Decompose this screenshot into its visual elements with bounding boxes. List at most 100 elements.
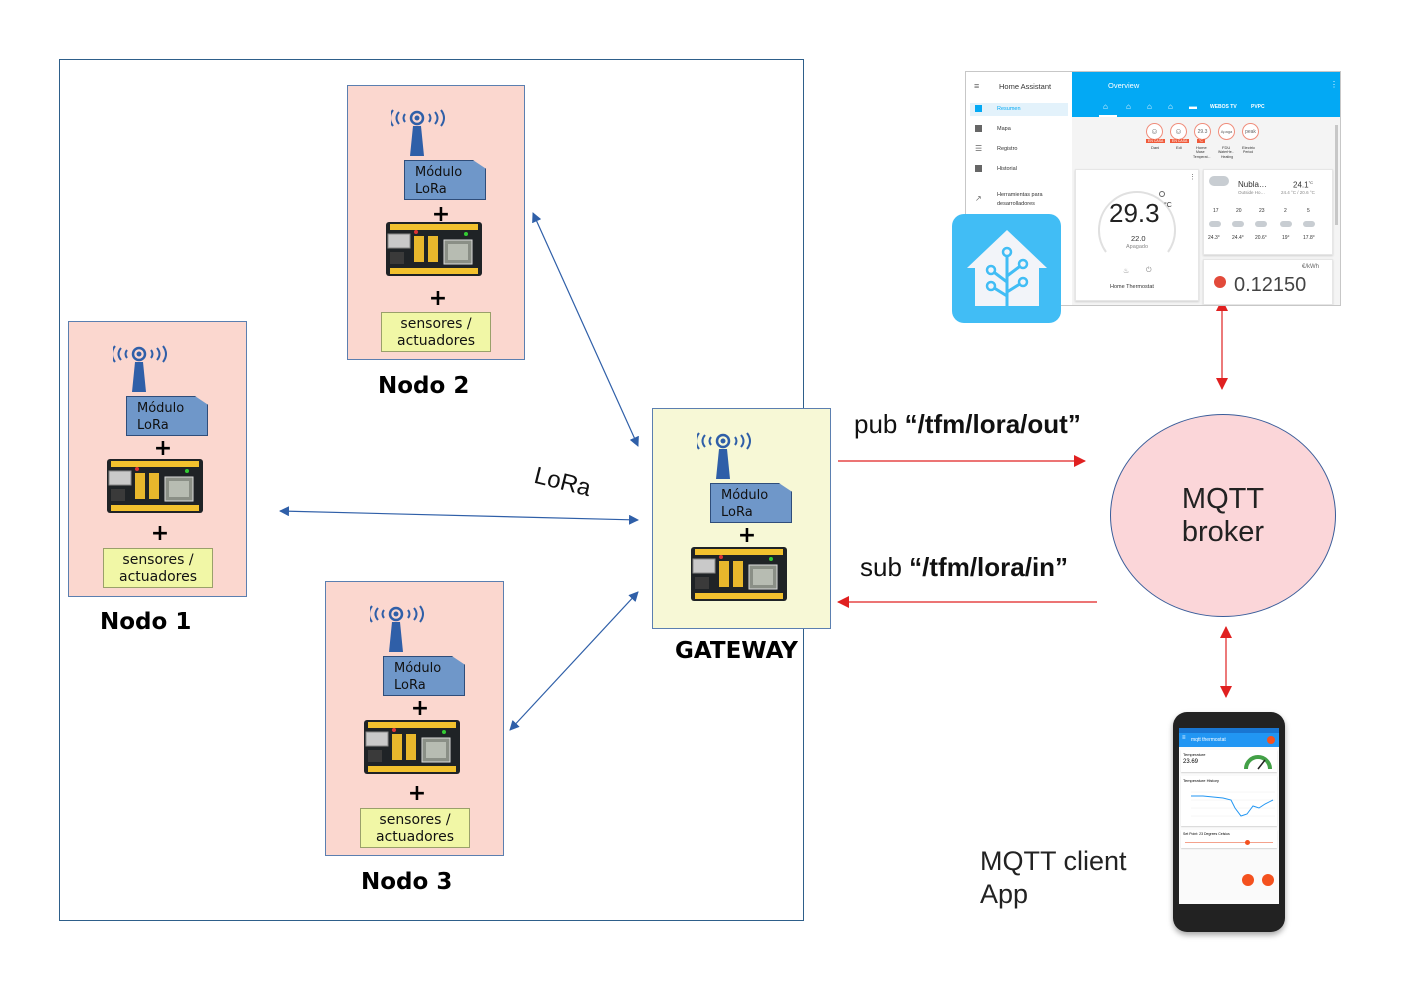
node-1-label: Nodo 1 xyxy=(100,609,192,635)
broker-label-line1: MQTT xyxy=(1181,482,1265,515)
forecast-temp: 20.6° xyxy=(1255,235,1267,241)
history-card: Temperature History xyxy=(1181,776,1277,826)
slider-thumb[interactable] xyxy=(1245,840,1250,845)
thermostat-state: Apagado xyxy=(1126,244,1149,250)
plus-sign: + xyxy=(428,286,448,311)
forecast-temp: 19° xyxy=(1282,235,1290,241)
node-1-sensors: sensores / actuadores xyxy=(103,548,213,588)
tab-room-icon[interactable]: ⌂ xyxy=(1168,102,1173,111)
node-3-sensors: sensores / actuadores xyxy=(360,808,470,848)
sidebar-item-mapa[interactable]: Mapa xyxy=(970,123,1068,136)
forecast-hour: 5 xyxy=(1307,208,1310,214)
module-label-line1: Módulo xyxy=(415,165,463,180)
app-badge-icon[interactable] xyxy=(1267,736,1275,744)
setpoint-label: Set Point: 23 Degrees Celsius xyxy=(1183,832,1230,836)
temperature-label: Temperature xyxy=(1183,752,1206,757)
badge-electric[interactable]: peak xyxy=(1242,123,1259,140)
badge-dani[interactable]: ☺ xyxy=(1146,123,1163,140)
sidebar-item-label: Historial xyxy=(997,166,1017,172)
sidebar-item-registro[interactable]: ☰ Registro xyxy=(970,143,1068,156)
thermostat-card[interactable]: ⋮ 29.3 °C 22.0 Apagado ♨ ⏻ Home Thermost… xyxy=(1075,169,1199,301)
node-2-box: Módulo LoRa + + sensores / actuadores xyxy=(347,85,525,360)
power-icon[interactable]: ⏻ xyxy=(1146,267,1152,274)
phone-status-bar xyxy=(1179,728,1279,733)
badge-edi[interactable]: ☺ xyxy=(1170,123,1187,140)
sidebar-item-label: desarrolladores xyxy=(997,201,1035,207)
fab-add[interactable] xyxy=(1262,874,1274,886)
sub-prefix: sub xyxy=(860,552,910,582)
sidebar-item-herramientas[interactable]: ↗ Herramientas para desarrolladores xyxy=(970,190,1068,212)
scrollbar[interactable] xyxy=(1335,125,1338,225)
menu-icon[interactable]: ≡ xyxy=(974,81,980,91)
module-label-line2: LoRa xyxy=(415,182,447,197)
client-label-line2: App xyxy=(980,879,1029,909)
weather-card[interactable]: Nubla… Outside Ho… 24.1°C 24.4 °C / 20.6… xyxy=(1203,169,1333,255)
hammer-icon: ↗ xyxy=(975,194,982,203)
weather-temp-unit: °C xyxy=(1308,180,1314,185)
badge-home-temp[interactable]: 29.3 xyxy=(1194,123,1211,140)
badge-sub: WaterHe.. xyxy=(1218,150,1234,154)
badge-value: Apaga xyxy=(1220,129,1233,134)
more-options-icon[interactable]: ⋮ xyxy=(1189,174,1196,181)
cloud-icon xyxy=(1232,221,1244,227)
tab-pvpc[interactable]: PVPC xyxy=(1251,104,1265,110)
price-card[interactable]: €/kWh 0.12150 xyxy=(1203,259,1333,305)
client-label-line1: MQTT client xyxy=(980,846,1127,876)
badge-name: FDU xyxy=(1222,145,1231,150)
tab-home-icon[interactable]: ⌂ xyxy=(1103,102,1108,111)
tab-room-icon[interactable]: ⌂ xyxy=(1126,102,1131,111)
plus-sign: + xyxy=(431,202,451,227)
node-1-box: Módulo LoRa + + sensores / actuadores xyxy=(68,321,247,597)
home-assistant-logo xyxy=(952,214,1061,323)
node-3-box: Módulo LoRa + + sensores / actuadores xyxy=(325,581,504,856)
pub-topic: “/tfm/lora/out” xyxy=(904,409,1081,439)
flame-icon[interactable]: ♨ xyxy=(1123,268,1130,275)
badge-sub: Period xyxy=(1243,150,1254,154)
node-2-sensors: sensores / actuadores xyxy=(381,312,491,352)
pub-topic-label: pub “/tfm/lora/out” xyxy=(854,409,1081,440)
cloud-icon xyxy=(1209,176,1229,186)
badge-sub: Heating xyxy=(1221,155,1234,159)
sensors-label-line2: actuadores xyxy=(396,333,476,349)
pub-prefix: pub xyxy=(854,409,905,439)
forecast-hour: 23 xyxy=(1259,208,1265,214)
phone-app-title: mqtt thermostat xyxy=(1191,737,1226,743)
badge-name: Edi xyxy=(1176,145,1182,150)
history-line-chart xyxy=(1191,791,1275,817)
badge-fdu[interactable]: Apaga xyxy=(1218,123,1235,140)
sidebar-item-resumen[interactable]: Resumen xyxy=(970,103,1068,116)
plus-sign: + xyxy=(737,523,757,548)
weather-location: Outside Ho… xyxy=(1238,190,1266,195)
sensors-label-line2: actuadores xyxy=(118,569,198,585)
thermostat-name: Home Thermostat xyxy=(1110,284,1154,290)
badge-tag: °C xyxy=(1197,139,1205,143)
price-value: 0.12150 xyxy=(1234,274,1307,296)
node-1-lora-module: Módulo LoRa xyxy=(126,396,208,436)
sidebar-item-historial[interactable]: Historial xyxy=(970,163,1068,176)
setpoint-slider[interactable] xyxy=(1185,840,1273,845)
badge-name: Dani xyxy=(1151,145,1160,150)
mqtt-broker: MQTT broker xyxy=(1110,414,1336,617)
home-assistant-screenshot: ≡ Home Assistant Resumen Mapa ☰ Registro… xyxy=(965,71,1341,306)
sub-topic: “/tfm/lora/in” xyxy=(909,552,1069,582)
fab-secondary[interactable] xyxy=(1242,874,1254,886)
thermostat-target: 22.0 xyxy=(1131,234,1146,243)
badge-sub: Mase xyxy=(1196,150,1205,154)
phone-device: ≡ mqtt thermostat Temperature 23.69 Temp… xyxy=(1173,712,1285,932)
sub-topic-label: sub “/tfm/lora/in” xyxy=(860,552,1068,583)
menu-icon[interactable]: ≡ xyxy=(1182,735,1186,741)
gateway-label: GATEWAY xyxy=(675,638,798,664)
module-label-line2: LoRa xyxy=(721,505,753,520)
tab-room-icon[interactable]: ⌂ xyxy=(1147,102,1152,111)
mqtt-client-label: MQTT client App xyxy=(980,845,1127,911)
lora-arrow-node2 xyxy=(532,212,639,447)
more-options-icon[interactable]: ⋮ xyxy=(1330,80,1338,89)
dashboard-icon xyxy=(975,105,982,112)
gateway-lora-module: Módulo LoRa xyxy=(710,483,792,523)
badge-value: 29.3 xyxy=(1197,128,1208,135)
tab-sofa-icon[interactable]: ▬ xyxy=(1189,102,1197,111)
tab-webos-tv[interactable]: WEBOS TV xyxy=(1210,104,1237,110)
sensors-label-line2: actuadores xyxy=(375,829,455,845)
phone-screen: ≡ mqtt thermostat Temperature 23.69 Temp… xyxy=(1179,728,1279,904)
